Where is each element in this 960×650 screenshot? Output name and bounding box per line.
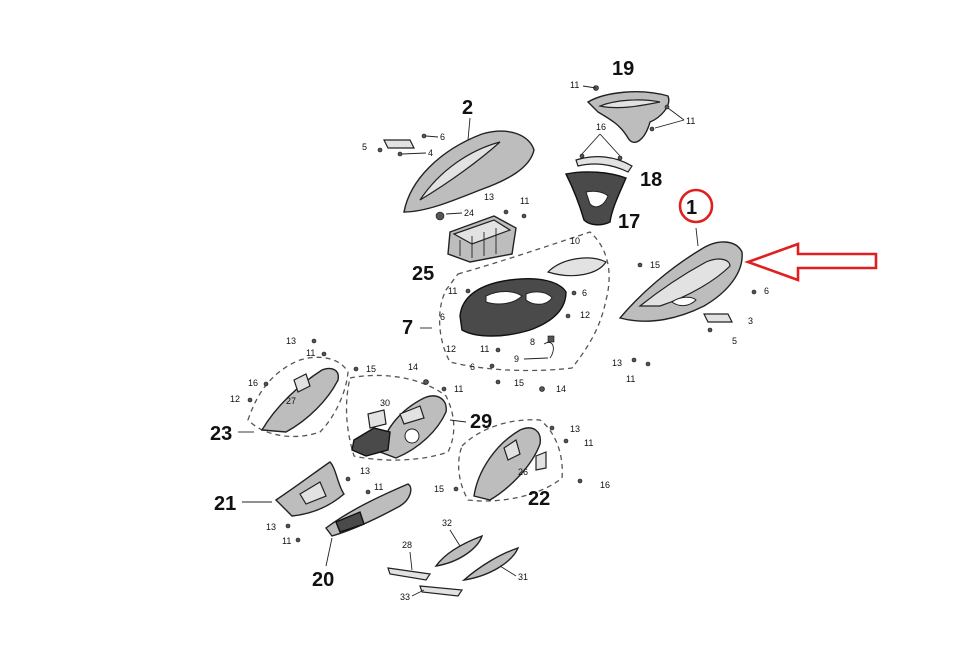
- part-1-side-cover: [618, 241, 743, 322]
- label-17: 17: [618, 211, 640, 233]
- label-13b: 13: [612, 358, 622, 368]
- label-11k: 11: [282, 536, 291, 546]
- part-29-center-tunnel: [379, 395, 447, 459]
- label-9: 9: [514, 354, 519, 364]
- label-21: 21: [214, 493, 236, 515]
- part-32-strip: [434, 534, 484, 567]
- part-31-strip: [461, 546, 520, 582]
- label-31: 31: [518, 572, 528, 582]
- label-11g: 11: [306, 348, 315, 358]
- label-11j: 11: [374, 482, 383, 492]
- label-10: 10: [570, 236, 580, 246]
- label-19: 19: [612, 58, 634, 80]
- part-19-grab-handle: [582, 85, 670, 143]
- part-28-strip: [387, 567, 432, 581]
- label-8: 8: [530, 337, 535, 347]
- label-6c: 6: [582, 288, 587, 298]
- label-11b: 11: [686, 116, 695, 126]
- part-18-bracket: [575, 156, 633, 173]
- label-27: 27: [286, 396, 296, 406]
- label-15c: 15: [514, 378, 524, 388]
- label-12a: 12: [446, 344, 456, 354]
- part-7-storage-compartment: [459, 278, 567, 337]
- part-10-lens: [546, 257, 607, 277]
- group-23-outline: [247, 356, 349, 438]
- label-23: 23: [210, 423, 232, 445]
- label-11d: 11: [448, 286, 457, 296]
- label-18: 18: [640, 169, 662, 191]
- label-13f: 13: [266, 522, 276, 532]
- label-33: 33: [400, 592, 410, 602]
- label-28: 28: [402, 540, 412, 550]
- label-14a: 14: [408, 362, 418, 372]
- label-15a: 15: [650, 260, 660, 270]
- label-4: 4: [428, 148, 433, 158]
- label-5b: 5: [732, 336, 737, 346]
- label-16b: 16: [248, 378, 258, 388]
- label-12b: 12: [580, 310, 590, 320]
- label-25: 25: [412, 263, 434, 285]
- label-16c: 16: [600, 480, 610, 490]
- label-2: 2: [462, 97, 473, 119]
- label-13e: 13: [360, 466, 370, 476]
- group-22-outline: [457, 419, 563, 502]
- label-7: 7: [402, 317, 413, 339]
- label-30: 30: [380, 398, 390, 408]
- label-15b: 15: [366, 364, 376, 374]
- label-11a: 11: [570, 80, 579, 90]
- group-7-outline: [438, 231, 610, 372]
- label-20: 20: [312, 569, 334, 591]
- label-11e: 11: [480, 344, 489, 354]
- label-24: 24: [464, 208, 474, 218]
- label-26: 26: [518, 467, 528, 477]
- label-29: 29: [470, 411, 492, 433]
- label-14b: 14: [556, 384, 566, 394]
- label-13d: 13: [570, 424, 580, 434]
- label-11h: 11: [454, 384, 463, 394]
- label-12c: 12: [230, 394, 240, 404]
- label-13a: 13: [484, 192, 494, 202]
- highlight-arrow: [744, 242, 878, 282]
- label-11c: 11: [520, 196, 529, 206]
- label-11f: 11: [626, 374, 635, 384]
- label-13c: 13: [286, 336, 296, 346]
- label-32: 32: [442, 518, 452, 528]
- part-25-battery-box: [447, 215, 517, 263]
- label-11i: 11: [584, 438, 593, 448]
- part-33-strip: [419, 585, 464, 597]
- label-6a: 6: [440, 132, 445, 142]
- label-5a: 5: [362, 142, 367, 152]
- label-6b: 6: [440, 312, 445, 322]
- label-6e: 6: [764, 286, 769, 296]
- group-29-outline: [345, 374, 455, 461]
- part-23-floor-side: [260, 367, 339, 433]
- part-2-rear-fender: [403, 130, 535, 221]
- part-20-footboard-lower: [325, 483, 412, 537]
- label-3: 3: [748, 316, 753, 326]
- part-22-floor-side-right: [473, 427, 547, 501]
- part-17-tail-light-base: [564, 171, 627, 226]
- part-21-footboard: [274, 461, 345, 517]
- label-15d: 15: [434, 484, 444, 494]
- part-30-box: [351, 409, 391, 457]
- label-6d: 6: [470, 362, 475, 372]
- label-16a: 16: [596, 122, 606, 132]
- label-1: 1: [686, 197, 697, 219]
- label-22: 22: [528, 488, 550, 510]
- highlight-circle: [678, 188, 714, 224]
